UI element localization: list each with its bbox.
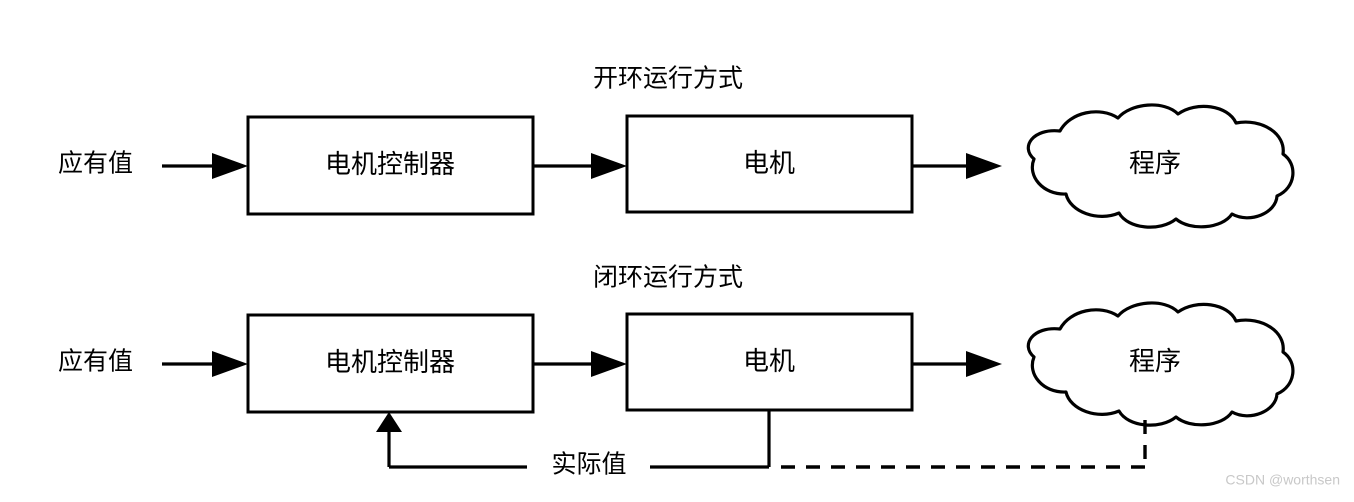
closed-loop-title: 闭环运行方式 xyxy=(593,264,743,292)
open-loop-controller-node: 电机控制器 xyxy=(246,115,535,216)
open-loop-controller-label: 电机控制器 xyxy=(325,150,455,179)
open-loop-motor-node: 电机 xyxy=(625,114,914,214)
section-closed-loop: 闭环运行方式 应有值 电机控制器 电机 xyxy=(58,264,1295,479)
closed-loop-controller-to-motor-arrow xyxy=(533,351,627,377)
closed-loop-motor-label: 电机 xyxy=(743,347,795,376)
open-loop-controller-to-motor-arrow xyxy=(533,153,627,179)
open-loop-title: 开环运行方式 xyxy=(593,65,743,93)
closed-loop-controller-node: 电机控制器 xyxy=(246,313,535,414)
watermark-text: CSDN @worthsen xyxy=(1225,472,1340,488)
closed-loop-program-feedback-dashed xyxy=(771,420,1147,469)
open-loop-program-node: 程序 xyxy=(1026,103,1295,229)
closed-loop-motor-node: 电机 xyxy=(625,312,914,412)
section-open-loop: 开环运行方式 应有值 电机控制器 电机 xyxy=(58,65,1295,229)
closed-loop-program-label: 程序 xyxy=(1129,347,1181,376)
closed-loop-program-node: 程序 xyxy=(1026,301,1295,427)
closed-loop-input-arrow xyxy=(162,351,248,377)
open-loop-motor-label: 电机 xyxy=(743,149,795,178)
closed-loop-feedback-path: 实际值 xyxy=(376,410,771,479)
closed-loop-input-label: 应有值 xyxy=(58,348,133,376)
open-loop-input-label: 应有值 xyxy=(58,150,133,178)
closed-loop-motor-to-program-arrow xyxy=(912,351,1002,377)
closed-loop-feedback-label: 实际值 xyxy=(551,451,626,479)
open-loop-input-arrow xyxy=(162,153,248,179)
open-loop-program-label: 程序 xyxy=(1129,149,1181,178)
closed-loop-controller-label: 电机控制器 xyxy=(325,348,455,377)
open-loop-motor-to-program-arrow xyxy=(912,153,1002,179)
